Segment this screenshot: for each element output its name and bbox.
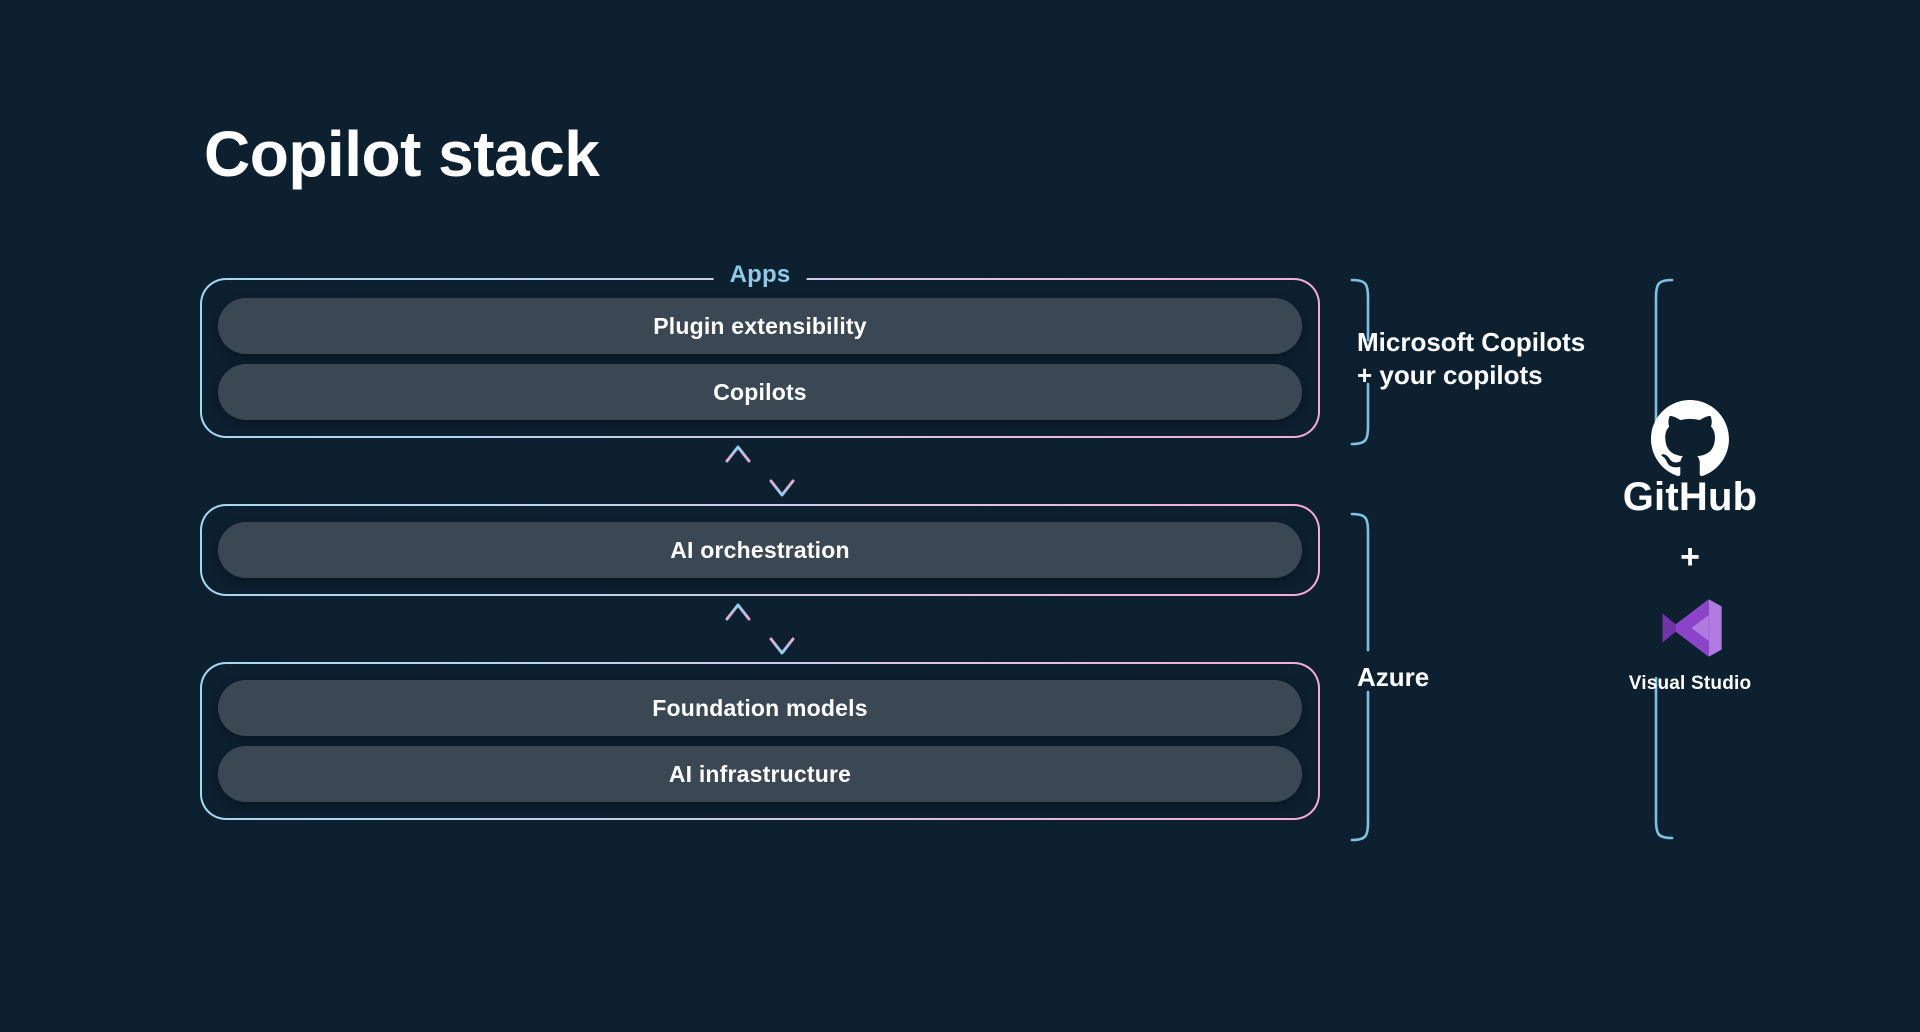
tools-logo-column: GitHub + Visual Studio <box>1600 400 1780 695</box>
stack-group-foundation: Foundation models AI infrastructure <box>200 662 1320 820</box>
stack-row-foundation-models[interactable]: Foundation models <box>218 680 1302 736</box>
stack-row-ai-infrastructure[interactable]: AI infrastructure <box>218 746 1302 802</box>
copilot-stack-diagram: Apps Plugin extensibility Copilots <box>200 261 1320 820</box>
bracket-copilots <box>1348 278 1378 446</box>
arrow-down-icon <box>767 602 797 656</box>
stack-group-orchestration: AI orchestration <box>200 504 1320 596</box>
annotation-microsoft-copilots: Microsoft Copilots + your copilots <box>1357 326 1585 393</box>
stack-row-plugin-extensibility[interactable]: Plugin extensibility <box>218 298 1302 354</box>
stack-row-ai-orchestration[interactable]: AI orchestration <box>218 522 1302 578</box>
visual-studio-label: Visual Studio <box>1628 673 1752 694</box>
stack-group-apps: Apps Plugin extensibility Copilots <box>200 261 1320 438</box>
arrow-up-icon <box>723 444 753 498</box>
bracket-azure <box>1348 512 1378 842</box>
arrow-up-icon <box>723 602 753 656</box>
connector-orchestration-foundation <box>200 596 1320 662</box>
logos-plus-separator: + <box>1680 538 1700 576</box>
page-title: Copilot stack <box>204 118 600 190</box>
connector-apps-orchestration <box>200 438 1320 504</box>
github-logo-block: GitHub <box>1600 400 1780 520</box>
stack-row-copilots[interactable]: Copilots <box>218 364 1302 420</box>
annotation-copilots-line1: Microsoft Copilots <box>1357 327 1586 357</box>
annotation-copilots-line2: + your copilots <box>1357 360 1543 391</box>
annotation-azure: Azure <box>1357 662 1430 692</box>
github-label: GitHub <box>1622 475 1758 519</box>
github-icon <box>1651 400 1729 482</box>
visual-studio-logo-block: Visual Studio <box>1600 592 1780 695</box>
stack-group-caption-apps: Apps <box>713 261 807 289</box>
arrow-down-icon <box>767 444 797 498</box>
visual-studio-icon <box>1654 599 1726 668</box>
bracket-tools <box>1636 278 1676 840</box>
